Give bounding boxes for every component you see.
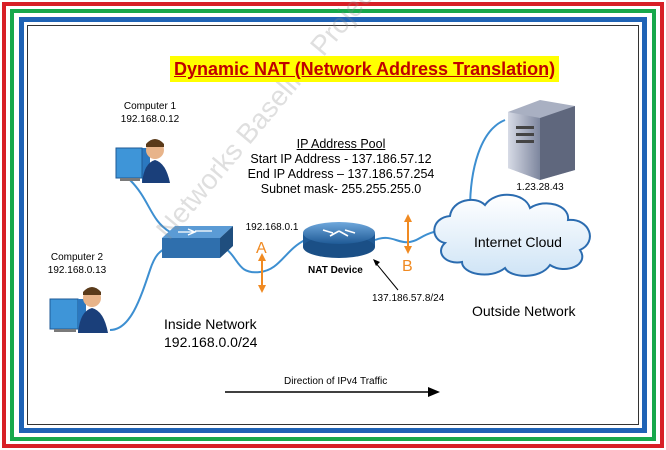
blue-border <box>19 17 647 433</box>
green-border <box>10 9 656 441</box>
pool-subnet-mask: Subnet mask- 255.255.255.0 <box>260 182 422 196</box>
pool-heading: IP Address Pool <box>296 137 386 151</box>
computer-1-ip: 192.168.0.12 <box>120 114 180 125</box>
router-inside-ip: 192.168.0.1 <box>245 222 299 233</box>
marker-a-arrow <box>258 253 266 293</box>
inside-network-label: Inside Network 192.168.0.0/24 <box>164 315 257 351</box>
marker-b-arrow <box>404 214 412 254</box>
link-pc1-switch <box>129 179 171 233</box>
computer-2-ip: 192.168.0.13 <box>47 265 107 276</box>
server-icon <box>508 100 575 180</box>
computer-1-label: Computer 1 192.168.0.12 <box>105 100 195 126</box>
router-icon <box>303 222 375 258</box>
computer-2-icon <box>49 287 108 333</box>
switch-icon <box>162 226 233 258</box>
pool-start-ip: Start IP Address - 137.186.57.12 <box>250 152 432 166</box>
link-switch-router <box>219 239 306 274</box>
computer-2-name: Computer 2 <box>50 252 104 263</box>
router-label: NAT Device <box>308 265 363 276</box>
inside-network-name: Inside Network <box>164 316 257 332</box>
cloud-icon <box>433 193 591 277</box>
computer-1-icon <box>115 139 170 183</box>
link-cloud-server <box>469 119 506 211</box>
ip-address-pool: IP Address Pool Start IP Address - 137.1… <box>236 137 446 197</box>
diagram-panel <box>27 25 639 425</box>
router-outside-ip: 137.186.57.8/24 <box>372 293 445 304</box>
traffic-direction-label: Direction of IPv4 Traffic <box>284 376 388 387</box>
server-ip: 1.23.28.43 <box>516 182 564 193</box>
marker-a-label: A <box>256 240 267 257</box>
diagram-title: Dynamic NAT (Network Address Translation… <box>170 56 560 82</box>
traffic-direction-arrow <box>225 387 440 397</box>
marker-b-label: B <box>402 258 413 275</box>
link-pc2-switch <box>109 247 169 331</box>
pool-end-ip: End IP Address – 137.186.57.254 <box>247 167 435 181</box>
outside-network-label: Outside Network <box>472 303 576 319</box>
inside-network-subnet: 192.168.0.0/24 <box>164 334 258 350</box>
cloud-label: Internet Cloud <box>474 234 562 250</box>
computer-2-label: Computer 2 192.168.0.13 <box>32 251 122 277</box>
outside-ip-pointer <box>373 259 399 291</box>
computer-1-name: Computer 1 <box>123 101 177 112</box>
